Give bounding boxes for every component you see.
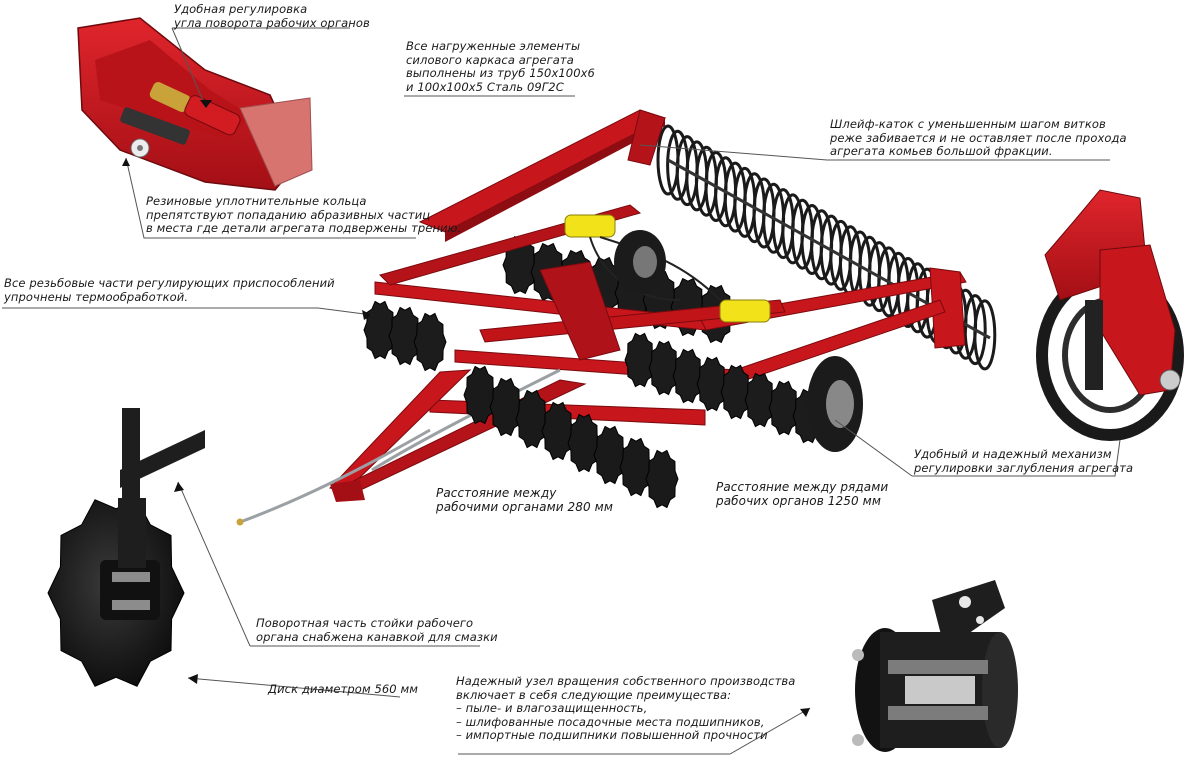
- annotation-line: Шлейф-каток с уменьшенным шагом витков: [830, 117, 1106, 131]
- annotation-line: регулировки заглубления агрегата: [914, 460, 1134, 475]
- annotation-line: Все нагруженные элементы: [406, 39, 581, 53]
- disc-blade: [363, 300, 397, 360]
- front-disc-gang: [463, 332, 824, 509]
- annotation-roller: Шлейф-каток с уменьшенным шагом витков р…: [830, 117, 1127, 159]
- annotation-line: реже забивается и не оставляет после про…: [830, 130, 1127, 145]
- disc-blade: [541, 401, 575, 461]
- annotation-line: – шлифованные посадочные места подшипник…: [456, 714, 765, 729]
- disc-harrow-illustration: [236, 109, 997, 526]
- disc-blade: [672, 348, 704, 404]
- disc-blade: [648, 340, 680, 396]
- annotation-line: угла поворота рабочих органов: [174, 15, 370, 30]
- annotation-line: – импортные подшипники повышенной прочно…: [456, 728, 768, 742]
- annotation-line: и 100х100х5 Сталь 09Г2С: [406, 79, 564, 94]
- annotation-line: силового каркаса агрегата: [406, 52, 574, 67]
- disc-blade: [744, 372, 776, 428]
- disc-blade: [567, 413, 601, 473]
- annotation-threaded-parts: Все резьбовые части регулирующих приспос…: [4, 276, 335, 304]
- disc-blade: [463, 365, 497, 425]
- disc-blade: [624, 332, 656, 388]
- bearing-unit-detail: [852, 580, 1018, 752]
- annotation-line: Резиновые уплотнительные кольца: [146, 194, 367, 208]
- annotation-rotation-unit: Надежный узел вращения собственного прои…: [456, 674, 796, 743]
- rotation-adjuster-detail: [77, 17, 313, 191]
- disc-blade: [515, 389, 549, 449]
- annotation-line: выполнены из труб 150х100х6: [406, 66, 595, 80]
- annotation-line: рабочими органами 280 мм: [436, 500, 613, 514]
- annotation-disc-diameter: Диск диаметром 560 мм: [268, 682, 419, 697]
- annotation-line: органа снабжена канавкой для смазки: [256, 629, 498, 644]
- annotation-line: включает в себя следующие преимущества:: [456, 687, 732, 702]
- annotation-line: Надежный узел вращения собственного прои…: [456, 674, 796, 688]
- annotation-line: Удобная регулировка: [174, 2, 308, 16]
- disc-blade: [720, 364, 752, 420]
- disc-blade: [696, 356, 728, 412]
- disc-blade: [489, 377, 523, 437]
- depth-adjuster-detail: [1036, 189, 1184, 441]
- annotation-line: Расстояние между рядами: [716, 480, 889, 494]
- annotation-line: Расстояние между: [436, 486, 557, 500]
- annotation-spacing-280: Расстояние между рабочими органами 280 м…: [436, 486, 613, 514]
- annotation-frame-tubes: Все нагруженные элементы силового каркас…: [406, 39, 595, 94]
- annotation-line: агрегата комьев большой фракции.: [830, 144, 1053, 158]
- annotation-line: Все резьбовые части регулирующих приспос…: [4, 276, 335, 290]
- annotation-rotation-angle: Удобная регулировка угла поворота рабочи…: [174, 2, 370, 30]
- roller-coil: [963, 294, 987, 366]
- annotation-line: Удобный и надежный механизм: [914, 447, 1112, 461]
- annotation-line: Поворотная часть стойки рабочего: [256, 616, 474, 630]
- disc-blade: [388, 306, 422, 366]
- annotation-stand-groove: Поворотная часть стойки рабочего органа …: [256, 616, 498, 644]
- annotation-spacing-1250: Расстояние между рядами рабочих органов …: [716, 480, 888, 508]
- annotation-line: препятствуют попаданию абразивных частиц: [146, 207, 431, 222]
- annotation-rubber-rings: Резиновые уплотнительные кольца препятст…: [146, 194, 462, 236]
- annotation-line: упрочнены термообработкой.: [4, 289, 189, 304]
- disc-blade: [645, 449, 679, 509]
- annotation-line: Диск диаметром 560 мм: [268, 682, 419, 696]
- disc-blade: [593, 425, 627, 485]
- arrow-heads: [122, 100, 810, 717]
- disc-blade: [768, 380, 800, 436]
- disc-blade: [619, 437, 653, 497]
- annotation-line: в места где детали агрегата подвержены т…: [146, 221, 462, 235]
- annotation-line: рабочих органов 1250 мм: [716, 494, 881, 508]
- roller-coil: [973, 299, 997, 371]
- transport-wheel: [614, 230, 863, 452]
- annotation-depth-mechanism: Удобный и надежный механизм регулировки …: [914, 447, 1134, 475]
- annotation-line: – пыле- и влагозащищенность,: [456, 701, 648, 715]
- leader-lines: [2, 27, 1121, 755]
- disc-stand-detail: [47, 408, 205, 687]
- disc-blade: [413, 312, 447, 372]
